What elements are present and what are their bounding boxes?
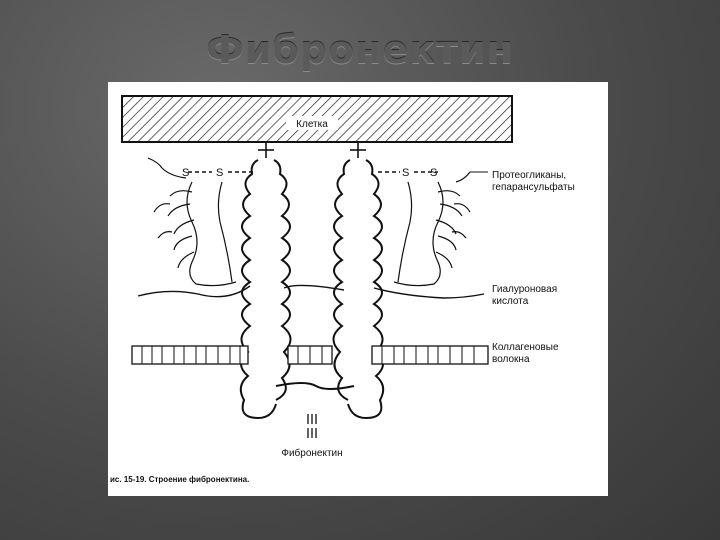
ss-right-2: S bbox=[430, 167, 437, 179]
hyaluronic-label-2: кислота bbox=[492, 296, 529, 307]
collagen-fibres bbox=[131, 345, 489, 365]
ss-left-1: S bbox=[182, 167, 189, 179]
slide-title: Фибронектин bbox=[206, 28, 514, 72]
left-chain bbox=[239, 159, 277, 420]
fibronectin-figure: Клетка S S S S bbox=[108, 82, 608, 496]
ss-right-1: S bbox=[402, 167, 409, 179]
fibronectin-chains bbox=[239, 159, 385, 420]
fibronectin-label: Фибронектин bbox=[281, 447, 342, 459]
right-chain bbox=[332, 159, 351, 401]
collagen-label-1: Коллагеновые bbox=[492, 342, 559, 353]
proteoglycans-left bbox=[147, 157, 237, 287]
hyaluronic-acid-strand bbox=[137, 284, 485, 299]
membrane-anchors bbox=[258, 142, 366, 158]
figure-caption: ис. 15-19. Строение фибронектина. bbox=[110, 475, 249, 484]
disulfide-bridge bbox=[307, 414, 317, 438]
cell-label-bg bbox=[286, 116, 338, 130]
collagen-label-2: волокна bbox=[492, 354, 530, 365]
fibronectin-diagram: Клетка S S S S bbox=[110, 95, 575, 484]
proteoglycans-label-1: Протеогликаны, bbox=[492, 170, 566, 181]
hyaluronic-label-1: Гиалуроновая bbox=[492, 284, 557, 295]
cell-label: Клетка bbox=[296, 119, 328, 130]
proteoglycans-label-2: гепарансульфаты bbox=[492, 181, 575, 193]
ss-left-2: S bbox=[216, 167, 223, 179]
proteoglycans-right bbox=[393, 171, 471, 287]
